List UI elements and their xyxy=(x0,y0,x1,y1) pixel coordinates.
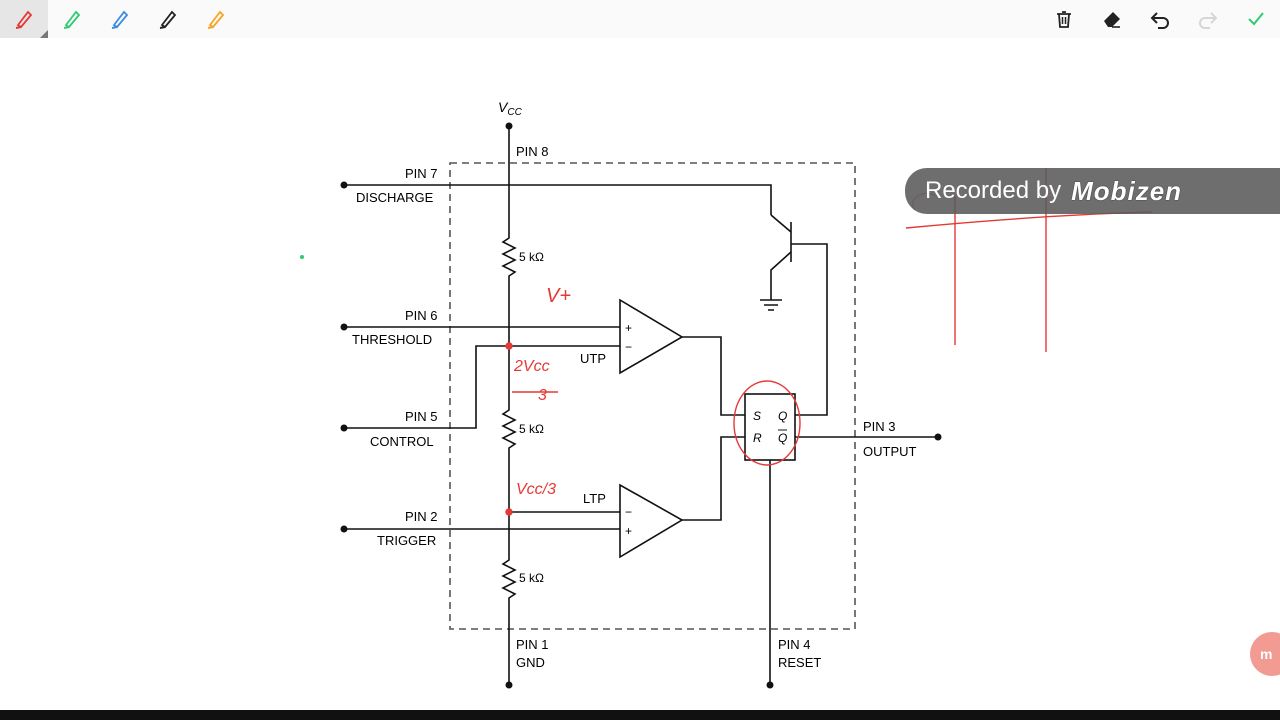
gnd-label: GND xyxy=(516,655,545,670)
bottom-bar xyxy=(0,710,1280,720)
pin6-label: PIN 6 xyxy=(405,308,438,323)
pen-blue-icon xyxy=(111,10,129,29)
red-annotations xyxy=(505,168,1153,516)
undo-button[interactable] xyxy=(1136,0,1184,38)
pen-black-icon xyxy=(159,10,177,29)
check-icon xyxy=(1248,12,1264,26)
pin3-label: PIN 3 xyxy=(863,419,896,434)
trigger-label: TRIGGER xyxy=(377,533,436,548)
r3-label: 5 kΩ xyxy=(519,571,544,585)
undo-icon xyxy=(1150,12,1169,29)
utp-comparator xyxy=(619,298,684,375)
ltp-comparator xyxy=(619,483,684,559)
circuit-diagram: VCC PIN 8 5 kΩ 5 kΩ 5 kΩ PIN 1 GND PIN 7… xyxy=(300,99,1153,689)
r1-label: 5 kΩ xyxy=(519,250,544,264)
pin4-label: PIN 4 xyxy=(778,637,811,652)
svg-text:R: R xyxy=(753,431,762,445)
vcc-label: VCC xyxy=(498,99,523,118)
pen-black-tool[interactable] xyxy=(144,0,192,38)
drawing-canvas[interactable]: VCC PIN 8 5 kΩ 5 kΩ 5 kΩ PIN 1 GND PIN 7… xyxy=(0,38,1280,710)
recorder-float-button[interactable]: m xyxy=(1250,632,1280,676)
pin1-label: PIN 1 xyxy=(516,637,549,652)
threshold-label: THRESHOLD xyxy=(352,332,432,347)
utp-label: UTP xyxy=(580,351,606,366)
pen-orange-icon xyxy=(207,10,225,29)
control-label: CONTROL xyxy=(370,434,434,449)
pin7-label: PIN 7 xyxy=(405,166,438,181)
sr-flipflop xyxy=(744,393,796,461)
two-vcc-annotation: 2Vcc xyxy=(513,358,550,375)
svg-text:+: + xyxy=(625,321,632,335)
pin2-label: PIN 2 xyxy=(405,509,438,524)
flipflop-circle xyxy=(733,380,801,466)
output-label: OUTPUT xyxy=(863,444,917,459)
eraser-button[interactable] xyxy=(1088,0,1136,38)
vcc-third-annotation: Vcc/3 xyxy=(516,481,556,498)
pin8-label: PIN 8 xyxy=(516,144,549,159)
pen-orange-tool[interactable] xyxy=(192,0,240,38)
watermark-logo: Mobizen xyxy=(1071,175,1183,206)
svg-text:−: − xyxy=(625,505,632,519)
recorder-logo-icon: m xyxy=(1260,646,1273,662)
discharge-label: DISCHARGE xyxy=(356,190,434,205)
delete-button[interactable] xyxy=(1040,0,1088,38)
ltp-label: LTP xyxy=(583,491,606,506)
svg-text:S: S xyxy=(753,409,761,423)
toolbar xyxy=(0,0,1280,38)
eraser-icon xyxy=(1104,12,1120,28)
r2-label: 5 kΩ xyxy=(519,422,544,436)
chip-outline xyxy=(449,162,856,630)
redo-icon xyxy=(1199,12,1218,29)
pin5-label: PIN 5 xyxy=(405,409,438,424)
svg-text:−: − xyxy=(625,340,632,354)
watermark-text: Recorded by xyxy=(925,177,1062,204)
pen-green-tool[interactable] xyxy=(48,0,96,38)
three-annotation: 3 xyxy=(538,387,547,404)
divider-wire xyxy=(501,126,517,685)
done-button[interactable] xyxy=(1232,0,1280,38)
pen-red-icon xyxy=(15,10,33,29)
svg-text:+: + xyxy=(625,524,632,538)
svg-text:Q: Q xyxy=(778,431,787,445)
v-plus-annotation: V+ xyxy=(546,285,571,307)
svg-text:Q: Q xyxy=(778,409,787,423)
trash-icon xyxy=(1057,11,1071,28)
reset-label: RESET xyxy=(778,655,821,670)
discharge-transistor xyxy=(760,214,828,416)
pen-green-icon xyxy=(63,10,81,29)
redo-button[interactable] xyxy=(1184,0,1232,38)
recording-watermark: Recorded by Mobizen xyxy=(905,168,1280,214)
pen-red-tool[interactable] xyxy=(0,0,48,38)
green-ink-dot xyxy=(300,255,304,259)
pen-blue-tool[interactable] xyxy=(96,0,144,38)
